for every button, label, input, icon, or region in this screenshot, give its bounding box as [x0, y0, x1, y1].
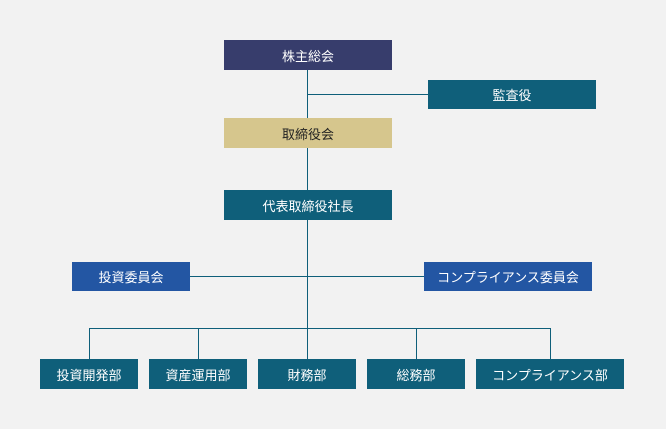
node-dept-asset-management: 資産運用部	[149, 359, 247, 389]
node-shareholders: 株主総会	[224, 40, 392, 70]
node-dept-general-affairs: 総務部	[367, 359, 465, 389]
node-compliance-committee: コンプライアンス委員会	[424, 262, 592, 291]
node-dept-compliance: コンプライアンス部	[476, 359, 624, 389]
node-dept-finance: 財務部	[258, 359, 356, 389]
node-dept-investment-development: 投資開発部	[40, 359, 138, 389]
node-investment-committee: 投資委員会	[72, 262, 190, 291]
node-auditor: 監査役	[428, 80, 596, 109]
node-president: 代表取締役社長	[224, 190, 392, 220]
node-board: 取締役会	[224, 118, 392, 148]
